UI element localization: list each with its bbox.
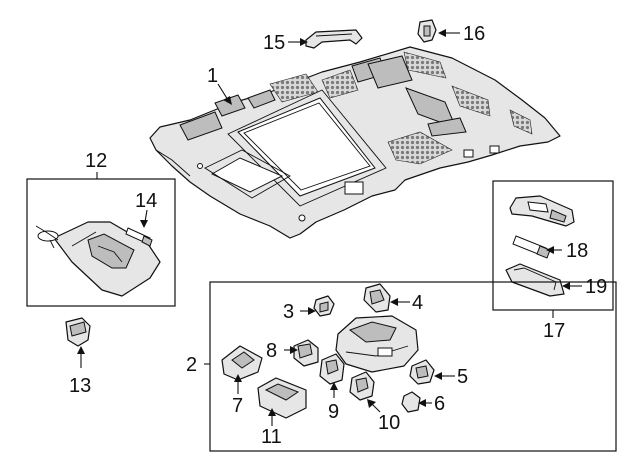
part-6-socket[interactable] [401,391,421,413]
callout-2: 2 [186,354,197,376]
callout-16: 16 [463,23,485,45]
part-10-switch[interactable] [349,371,375,401]
callout-8: 8 [266,340,277,362]
callout-12: 12 [85,150,107,172]
dome-lamp-lens[interactable] [505,263,565,297]
part-9-switch[interactable] [319,353,345,385]
callout-17: 17 [543,320,565,342]
callout-4: 4 [412,292,423,314]
part-4-bracket[interactable] [363,283,391,313]
callout-10: 10 [378,412,400,434]
callout-1: 1 [207,65,218,87]
dome-lamp-housing[interactable] [509,195,575,227]
leader-lines [77,29,582,426]
dome-lamp-bulb[interactable] [512,235,551,259]
callout-13: 13 [69,375,91,397]
console-parts-group-box [209,281,617,452]
part-3-clip[interactable] [313,295,335,317]
callout-7: 7 [232,395,243,417]
callout-3: 3 [283,301,294,323]
sun-visor-group-box [26,178,176,307]
part-5-switch[interactable] [409,359,435,385]
visor-holder[interactable] [65,317,91,347]
callout-15: 15 [263,32,285,54]
sun-visor[interactable] [35,221,161,297]
headliner-clip[interactable] [417,19,437,43]
callout-11: 11 [261,426,282,448]
callout-6: 6 [434,393,445,415]
part-8-switch[interactable] [293,339,319,367]
callout-5: 5 [457,366,468,388]
callout-9: 9 [328,401,339,423]
callout-19: 19 [585,276,607,298]
callout-14: 14 [135,190,157,212]
part-7-bracket[interactable] [221,345,263,381]
visor-lamp-bulb[interactable] [125,227,153,247]
part-11-lamp[interactable] [257,377,307,419]
overhead-console[interactable] [335,315,419,373]
callout-18: 18 [566,240,588,262]
assist-grip[interactable] [305,29,363,49]
headliner-panel[interactable] [149,46,561,239]
